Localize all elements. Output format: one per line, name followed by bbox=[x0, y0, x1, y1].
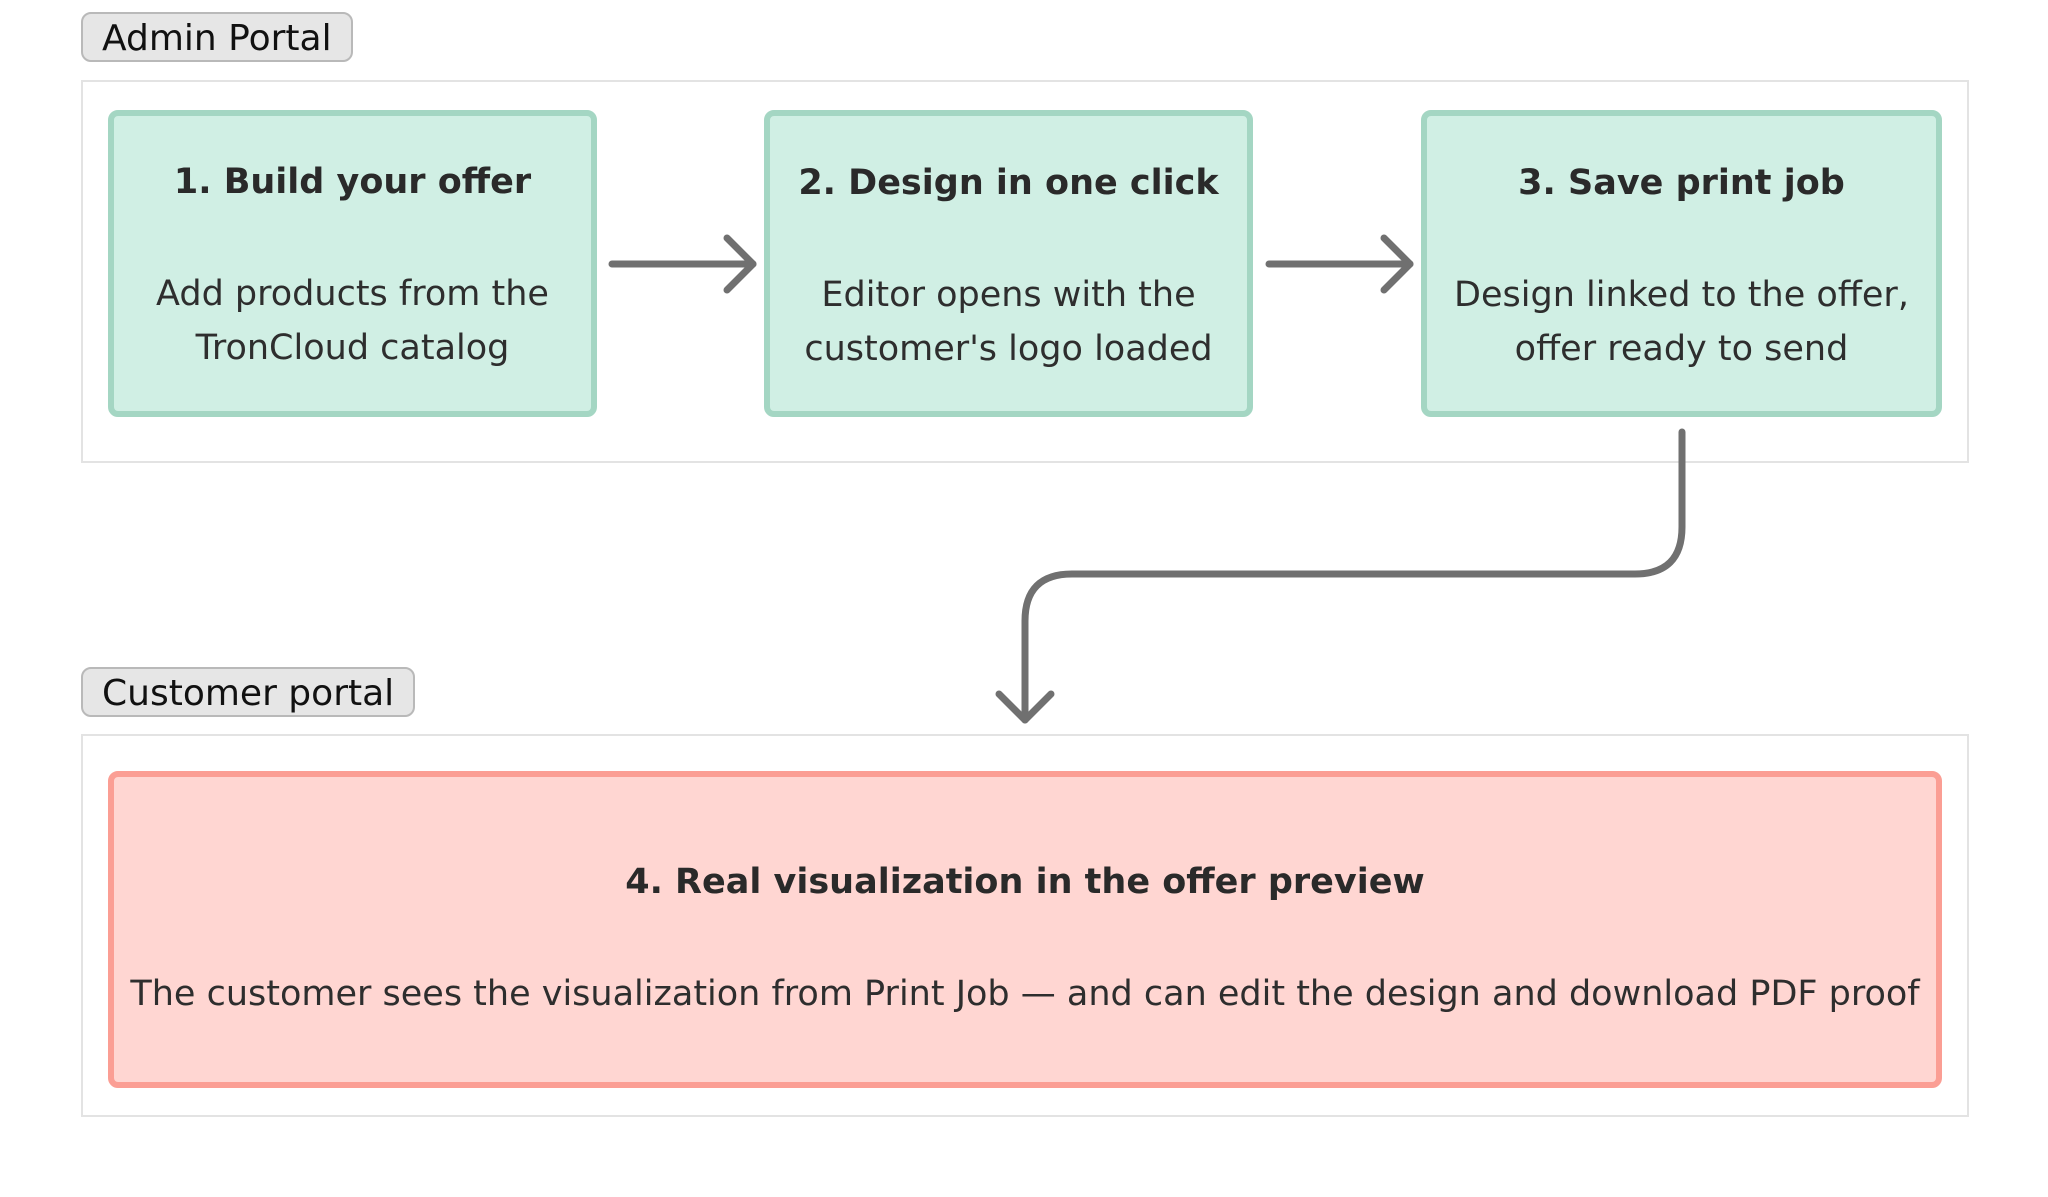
step-description: Editor opens with the customer's logo lo… bbox=[770, 268, 1247, 376]
step-description-line: customer's logo loaded bbox=[804, 329, 1213, 369]
step-real-visualization: 4. Real visualization in the offer previ… bbox=[108, 771, 1942, 1088]
customer-portal-label: Customer portal bbox=[81, 667, 416, 717]
step-description-line: Add products from the bbox=[156, 274, 549, 314]
step-title: 1. Build your offer bbox=[173, 162, 532, 202]
step-build-offer: 1. Build your offer Add products from th… bbox=[108, 110, 597, 417]
step-design-one-click: 2. Design in one click Editor opens with… bbox=[764, 110, 1253, 417]
step-description-line: Design linked to the offer, bbox=[1454, 275, 1909, 315]
step-description: Design linked to the offer, offer ready … bbox=[1427, 268, 1936, 376]
step-description-line: Editor opens with the bbox=[821, 275, 1196, 315]
step-description-line: TronCloud catalog bbox=[195, 328, 510, 368]
step-description-line: The customer sees the visualization from… bbox=[130, 974, 1920, 1014]
arrow-step2-to-step3 bbox=[1265, 234, 1414, 294]
arrow-step1-to-step2 bbox=[608, 234, 757, 294]
arrow-step3-to-step4 bbox=[995, 428, 1686, 724]
step-title: 4. Real visualization in the offer previ… bbox=[625, 862, 1425, 902]
admin-portal-label: Admin Portal bbox=[81, 12, 353, 62]
step-description: Add products from the TronCloud catalog bbox=[114, 267, 591, 375]
step-title: 2. Design in one click bbox=[798, 163, 1219, 203]
step-description: The customer sees the visualization from… bbox=[114, 967, 1936, 1021]
step-description-line: offer ready to send bbox=[1514, 329, 1849, 369]
step-save-print-job: 3. Save print job Design linked to the o… bbox=[1421, 110, 1942, 417]
step-title: 3. Save print job bbox=[1518, 163, 1845, 203]
